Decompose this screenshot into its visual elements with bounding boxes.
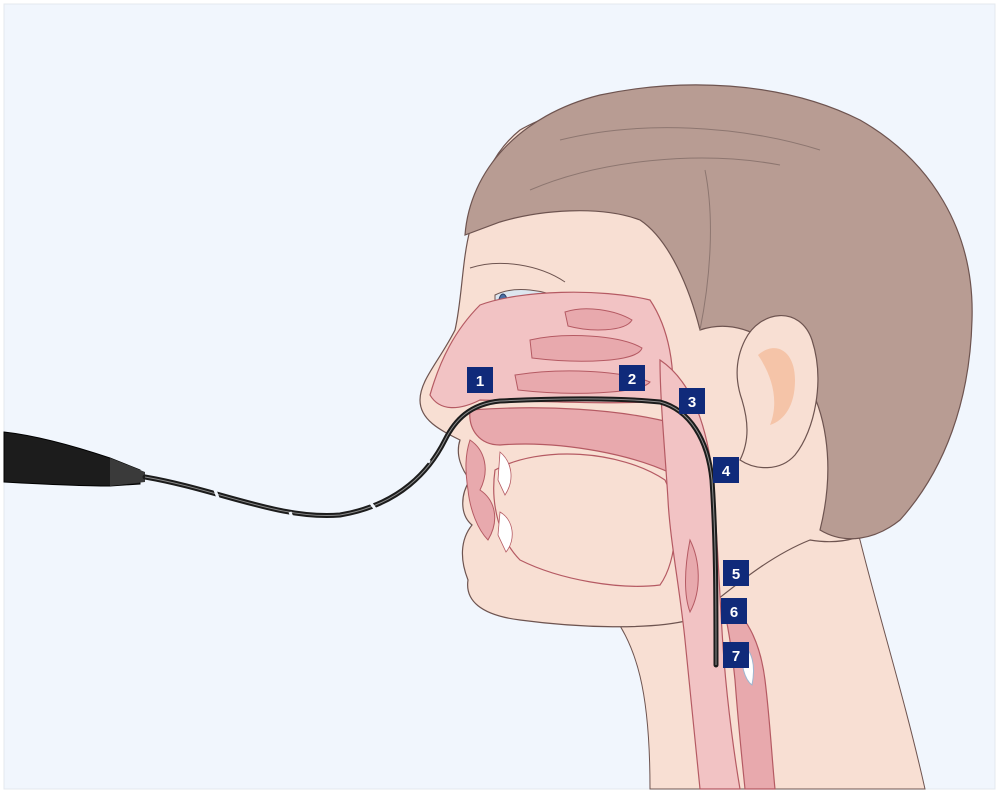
marker-7: 7 xyxy=(723,642,749,668)
middle-turbinate xyxy=(529,335,643,362)
marker-1-label: 1 xyxy=(476,373,484,390)
marker-6-label: 6 xyxy=(730,604,738,621)
lips xyxy=(465,439,496,541)
eyebrow xyxy=(469,262,566,283)
inferior-turbinate xyxy=(514,370,651,394)
marker-3-label: 3 xyxy=(688,394,696,411)
upper-teeth xyxy=(497,451,512,496)
marker-6: 6 xyxy=(721,598,747,624)
hair-strands xyxy=(529,127,821,331)
marker-1: 1 xyxy=(467,367,493,393)
marker-4-label: 4 xyxy=(722,463,731,480)
ear-inner xyxy=(758,348,795,425)
lower-teeth xyxy=(497,511,513,553)
endoscope-tube-highlight xyxy=(144,398,717,666)
marker-5-label: 5 xyxy=(732,566,740,583)
marker-7-label: 7 xyxy=(732,648,740,665)
endoscope-ticks xyxy=(213,456,431,521)
endoscope-tip-taper xyxy=(110,458,145,486)
marker-5: 5 xyxy=(723,560,749,586)
epiglottis xyxy=(685,538,699,614)
marker-2: 2 xyxy=(619,365,645,391)
hair xyxy=(464,84,973,540)
marker-2-label: 2 xyxy=(628,371,636,388)
marker-3: 3 xyxy=(679,388,705,414)
marker-4: 4 xyxy=(713,457,739,483)
endoscope-handle xyxy=(3,431,141,487)
superior-turbinate xyxy=(564,308,633,331)
